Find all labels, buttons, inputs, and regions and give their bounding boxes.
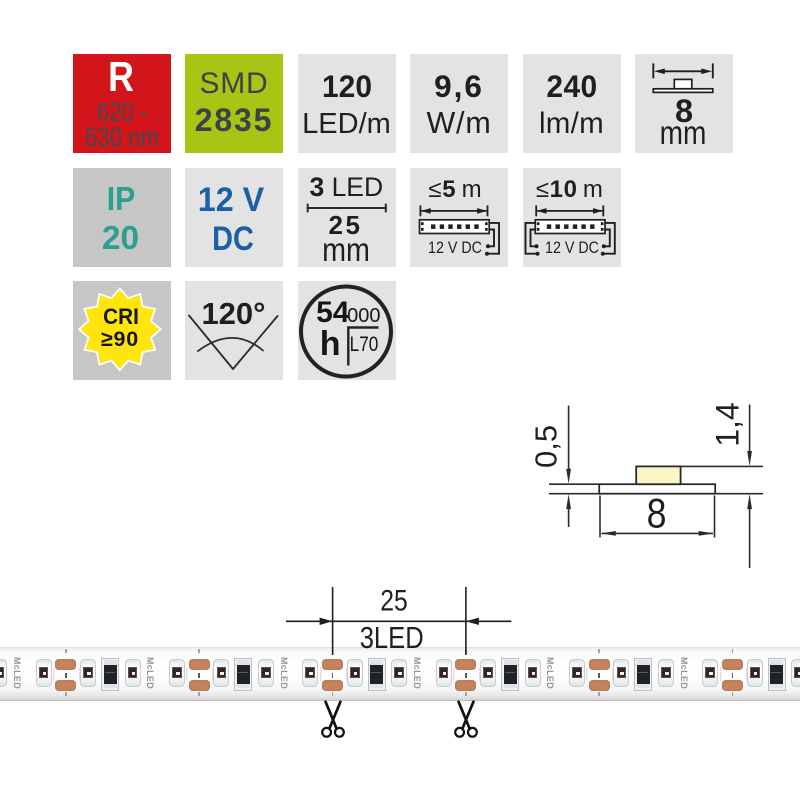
svg-text:1,4: 1,4 [710, 402, 746, 446]
svg-text:0,5: 0,5 [529, 425, 564, 468]
svg-text:25: 25 [380, 584, 408, 617]
svg-text:3LED: 3LED [360, 620, 424, 655]
svg-text:8: 8 [647, 491, 667, 537]
